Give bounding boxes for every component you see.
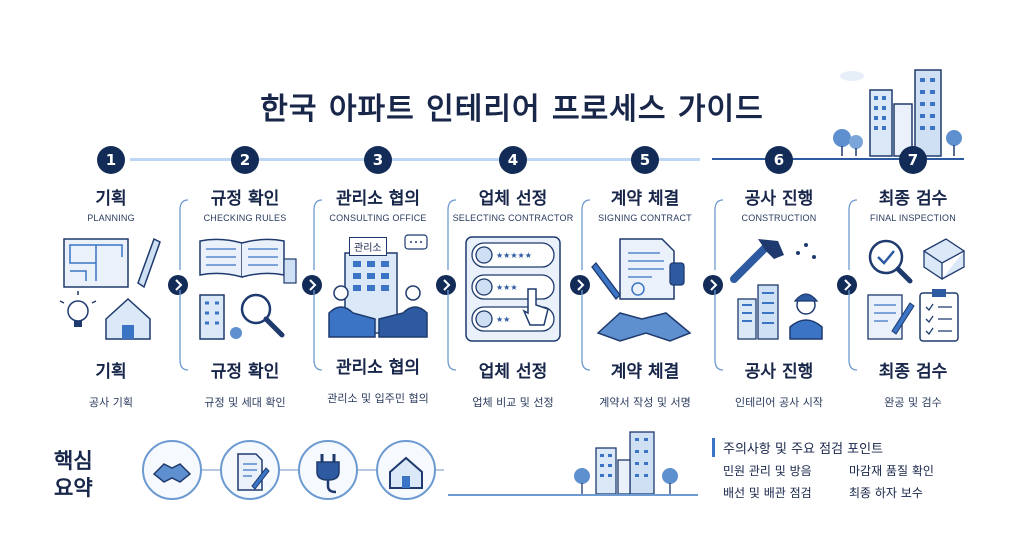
inspection-checklist-icon [867, 238, 966, 342]
step-description: 업체 비교 및 선정 [472, 396, 554, 409]
step-title-repeat: 기획 [95, 362, 127, 382]
step-title-repeat: 공사 진행 [744, 362, 814, 382]
house-icon [389, 456, 423, 489]
step-description: 관리소 및 입주민 협의 [327, 392, 429, 405]
step-title: 기획 [95, 189, 127, 209]
timeline-line [130, 158, 700, 161]
summary-document [220, 440, 280, 500]
step-title-repeat: 관리소 협의 [335, 358, 421, 378]
summary-plug [298, 440, 358, 500]
step-title: 공사 진행 [744, 189, 814, 209]
step-title: 규정 확인 [210, 189, 280, 209]
next-arrow [436, 275, 456, 295]
step-title: 업체 선정 [478, 189, 548, 209]
step-number: 5 [631, 146, 659, 174]
summary-house [376, 440, 436, 500]
svg-text:★★★: ★★★ [496, 283, 518, 292]
key-points-title: 주의사항 및 주요 점검 포인트 [712, 438, 972, 457]
contract-signing-icon [591, 238, 692, 342]
office-handshake-icon [328, 234, 428, 338]
svg-text:★★: ★★ [496, 315, 510, 324]
step-number: 1 [97, 146, 125, 174]
step-2: 2 규정 확인 CHECKING RULES 규정 확인 규정 및 세대 확인 [178, 146, 312, 410]
step-subtitle: CONSTRUCTION [741, 213, 817, 223]
step-3: 3 관리소 협의 CONSULTING OFFICE 관리소 관리소 협의 관리… [311, 146, 445, 406]
next-arrow [168, 275, 188, 295]
step-subtitle: SIGNING CONTRACT [598, 213, 692, 223]
step-description: 공사 기획 [89, 396, 133, 409]
step-description: 계약서 작성 및 서명 [599, 396, 691, 409]
step-title: 최종 검수 [878, 189, 948, 209]
summary-handshake [142, 440, 202, 500]
step-number: 2 [231, 146, 259, 174]
blueprint-lightbulb-house-icon [59, 237, 161, 340]
step-7: 7 최종 검수 FINAL INSPECTION 최종 검수 완공 및 검수 [846, 146, 980, 410]
plug-icon [316, 454, 340, 494]
page-title: 한국 아파트 인테리어 프로세스 가이드 [260, 92, 764, 127]
city-skyline-icon [833, 69, 962, 157]
step-subtitle: CONSULTING OFFICE [329, 213, 427, 223]
step-4: 4 업체 선정 SELECTING CONTRACTOR ★★★★★★★★★★ … [446, 146, 580, 410]
step-title-repeat: 최종 검수 [878, 362, 948, 382]
step-number: 7 [899, 146, 927, 174]
key-points: 주의사항 및 주요 점검 포인트 민원 관리 및 방음 마감재 품질 확인 배선… [712, 438, 972, 501]
key-point-item: 배선 및 배관 점검 [723, 486, 812, 500]
chevron-right-icon [443, 279, 451, 291]
step-description: 인테리어 공사 시작 [735, 396, 823, 409]
chevron-right-icon [710, 279, 718, 291]
step-number: 4 [499, 146, 527, 174]
step-title-repeat: 계약 체결 [610, 362, 680, 382]
contractor-ratings-icon: ★★★★★★★★★★ [465, 236, 561, 342]
flow-connector-lines [179, 199, 858, 371]
key-point-item: 마감재 품질 확인 [849, 464, 934, 478]
key-point-item: 최종 하자 보수 [849, 486, 923, 500]
step-subtitle: PLANNING [87, 213, 135, 223]
step-6: 6 공사 진행 CONSTRUCTION 공사 진행 인테리어 공사 시작 [712, 146, 846, 410]
chevron-right-icon [844, 279, 852, 291]
ground-line [448, 494, 698, 496]
step-subtitle: CHECKING RULES [203, 213, 287, 223]
step-description: 규정 및 세대 확인 [204, 396, 286, 409]
summary-line [144, 469, 444, 471]
next-arrow [837, 275, 857, 295]
step-number: 6 [765, 146, 793, 174]
step-title: 관리소 협의 [335, 189, 421, 209]
chevron-right-icon [309, 279, 317, 291]
step-title-repeat: 규정 확인 [210, 362, 280, 382]
step-description: 완공 및 검수 [884, 396, 942, 409]
key-point-item: 민원 관리 및 방음 [723, 464, 812, 478]
chevron-right-icon [577, 279, 585, 291]
svg-text:★★★★★: ★★★★★ [496, 251, 532, 260]
summary-label: 핵심 요약 [54, 449, 93, 500]
step-title: 계약 체결 [610, 189, 680, 209]
timeline-line [712, 158, 964, 160]
step-title-repeat: 업체 선정 [478, 362, 548, 382]
step-5: 5 계약 체결 SIGNING CONTRACT 계약 체결 계약서 작성 및 … [578, 146, 712, 410]
city-skyline-small-icon [574, 431, 678, 495]
next-arrow [570, 275, 590, 295]
step-subtitle: SELECTING CONTRACTOR [452, 213, 574, 223]
office-sign: 관리소 [349, 237, 387, 256]
step-1: 1 기획 PLANNING 기획 공사 기획 [44, 146, 178, 410]
step-subtitle: FINAL INSPECTION [870, 213, 956, 223]
next-arrow [703, 275, 723, 295]
book-building-magnifier-icon [199, 238, 297, 340]
document-sign-icon [237, 453, 270, 491]
handshake-icon [152, 463, 192, 483]
step-number: 3 [364, 146, 392, 174]
next-arrow [302, 275, 322, 295]
hammer-worker-icon [730, 239, 823, 340]
chevron-right-icon [175, 279, 183, 291]
